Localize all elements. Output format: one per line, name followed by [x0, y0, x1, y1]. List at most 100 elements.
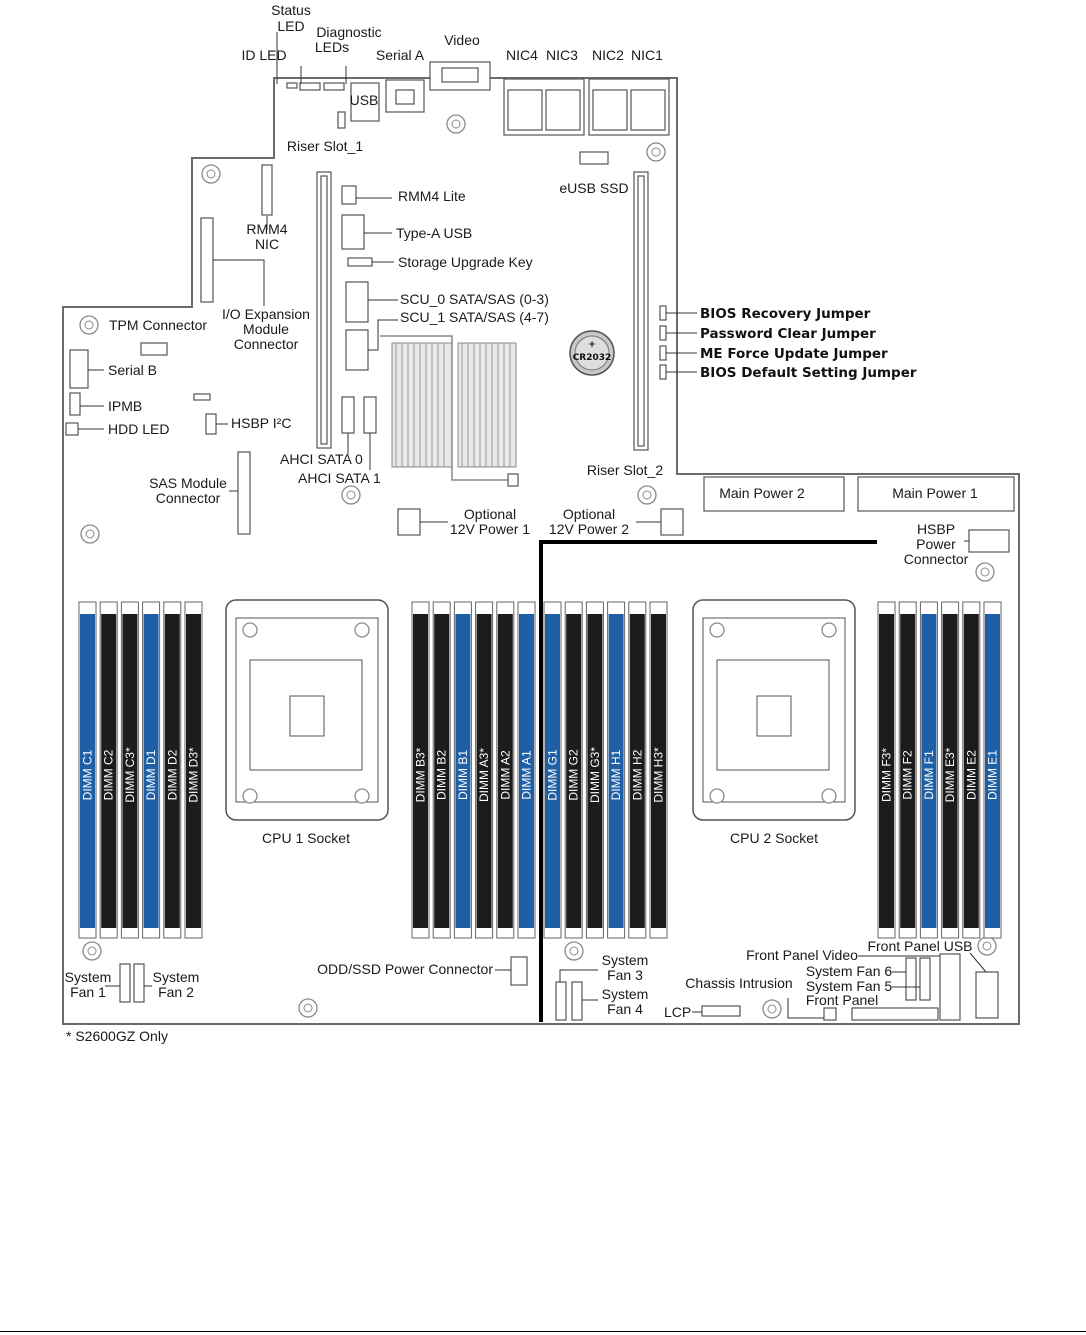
dimm-slot-body: [186, 614, 201, 928]
dimm-slot-body: [434, 614, 450, 928]
dimm-label: DIMM G1: [546, 749, 560, 801]
bios-recovery-label: BIOS Recovery Jumper: [700, 306, 871, 322]
dimm-label: DIMM F3*: [880, 748, 894, 802]
sys-fan3-label: System: [602, 952, 649, 968]
ipmb-label: IPMB: [108, 398, 142, 414]
dimm-label: DIMM G2: [567, 749, 581, 801]
dimm-slot-body: [519, 614, 534, 928]
dimm-slot-body: [587, 614, 603, 928]
opt12v1-label: Optional: [464, 506, 516, 522]
scu1-connector: [345, 329, 369, 371]
lcp-header: [701, 1005, 741, 1017]
ipmb-header: [69, 392, 81, 416]
sas-module-label: SAS Module: [149, 475, 227, 491]
main-power-2: [703, 476, 845, 512]
hsbp-i2c-label: HSBP I²C: [231, 415, 291, 431]
dimm-label: DIMM F1: [922, 750, 936, 800]
dimm-slot-body: [629, 614, 645, 928]
storage-upgrade-key-label: Storage Upgrade Key: [398, 254, 533, 270]
odd-ssd-label: ODD/SSD Power Connector: [317, 961, 493, 977]
serial-a-label: Serial A: [376, 47, 425, 63]
tpm-label: TPM Connector: [109, 317, 207, 333]
sys-fan3-label-2: Fan 3: [607, 967, 643, 983]
rmm4-nic-label-2: NIC: [255, 236, 279, 252]
id-led-label: ID LED: [241, 47, 286, 63]
rmm4-nic-connector: [261, 164, 273, 216]
password-clear-label: Password Clear Jumper: [700, 326, 876, 342]
dimm-label: DIMM B2: [435, 750, 449, 800]
dimm-label: DIMM H2: [630, 749, 644, 800]
nic1-label: NIC1: [631, 47, 663, 63]
main-power-1-label: Main Power 1: [892, 485, 978, 501]
sys-fan4-label-2: Fan 4: [607, 1001, 643, 1017]
hsbp-i2c-header: [205, 413, 217, 435]
hdd-led-header: [65, 422, 79, 436]
dimm-slot-body: [80, 614, 95, 928]
cpu-2-socket: [692, 599, 856, 821]
sys-fan2-label-2: Fan 2: [158, 984, 194, 1000]
sys-fan4-label: System: [602, 986, 649, 1002]
bottom-rule: [0, 1331, 1086, 1332]
rear-io: [286, 61, 670, 165]
eusb-ssd-header: [579, 151, 609, 165]
dimm-label: DIMM E2: [964, 750, 978, 800]
diagnostic-leds-label: Diagnostic: [316, 24, 381, 40]
chassis-intrusion-label: Chassis Intrusion: [685, 975, 792, 991]
dimm-label: DIMM D3*: [187, 747, 201, 803]
sys-fan2-label: System: [153, 969, 200, 985]
dimm-slot-body: [942, 614, 958, 928]
dimm-label: DIMM A1: [520, 750, 534, 800]
system-fan-3-header: [555, 981, 567, 1021]
hsbp-power-label: HSBP: [917, 521, 955, 537]
dimm-label: DIMM C3*: [123, 747, 137, 803]
hsbp-power-connector: [968, 529, 1010, 553]
dimm-slot-body: [122, 614, 138, 928]
tpm-connector: [140, 342, 168, 356]
ahci-sata0-label: AHCI SATA 0: [280, 451, 363, 467]
hdd-led-label: HDD LED: [108, 421, 169, 437]
front-panel-usb-label: Front Panel USB: [867, 938, 972, 954]
hsbp-power-label-2: Power: [916, 536, 956, 552]
bios-default-label: BIOS Default Setting Jumper: [700, 365, 917, 381]
main-power-1: [857, 476, 1015, 512]
io-expansion-label-3: Connector: [234, 336, 299, 352]
dimm-label: DIMM E3*: [943, 747, 957, 802]
ahci-sata1-label: AHCI SATA 1: [298, 470, 381, 486]
dimm-label: DIMM C1: [81, 749, 95, 800]
dimm-label: DIMM H1: [609, 749, 623, 800]
front-panel-usb-header: [975, 971, 999, 1019]
ahci-sata1: [363, 396, 377, 434]
sys-fan5-label: System Fan 5: [806, 978, 893, 994]
bottom-headers: [119, 953, 999, 1021]
dimm-label: DIMM D1: [144, 749, 158, 800]
ahci-sata0: [341, 396, 355, 434]
dimm-label: DIMM H3*: [652, 747, 666, 803]
dimm-slot-body: [497, 614, 513, 928]
type-a-usb-connector: [341, 214, 365, 250]
serial-b-header: [69, 349, 89, 389]
front-panel-video-label: Front Panel Video: [746, 947, 858, 963]
cmos-battery: + CR2032: [569, 330, 615, 376]
dimm-label: DIMM D2: [165, 749, 179, 800]
storage-upgrade-key: [347, 257, 373, 267]
sas-module-connector: [237, 451, 251, 535]
me-force-label: ME Force Update Jumper: [700, 346, 888, 362]
eusb-ssd-label: eUSB SSD: [559, 180, 628, 196]
dimm-label: DIMM B1: [456, 750, 470, 800]
dimm-slot-body: [455, 614, 471, 928]
system-fan-1-header: [119, 963, 131, 1003]
dimm-slot-body: [101, 614, 117, 928]
dimm-slot-body: [164, 614, 180, 928]
footnote: * S2600GZ Only: [66, 1028, 168, 1044]
dimm-slot-body: [651, 614, 666, 928]
dimm-slot-body: [879, 614, 894, 928]
io-expansion-label-2: Module: [243, 321, 289, 337]
front-panel-label: Front Panel: [806, 992, 878, 1008]
rmm4-nic-label: RMM4: [246, 221, 287, 237]
scu0-label: SCU_0 SATA/SAS (0-3): [400, 291, 549, 307]
sys-fan1-label-2: Fan 1: [70, 984, 106, 1000]
dimm-label: DIMM B3*: [414, 747, 428, 802]
serial-b-label: Serial B: [108, 362, 157, 378]
